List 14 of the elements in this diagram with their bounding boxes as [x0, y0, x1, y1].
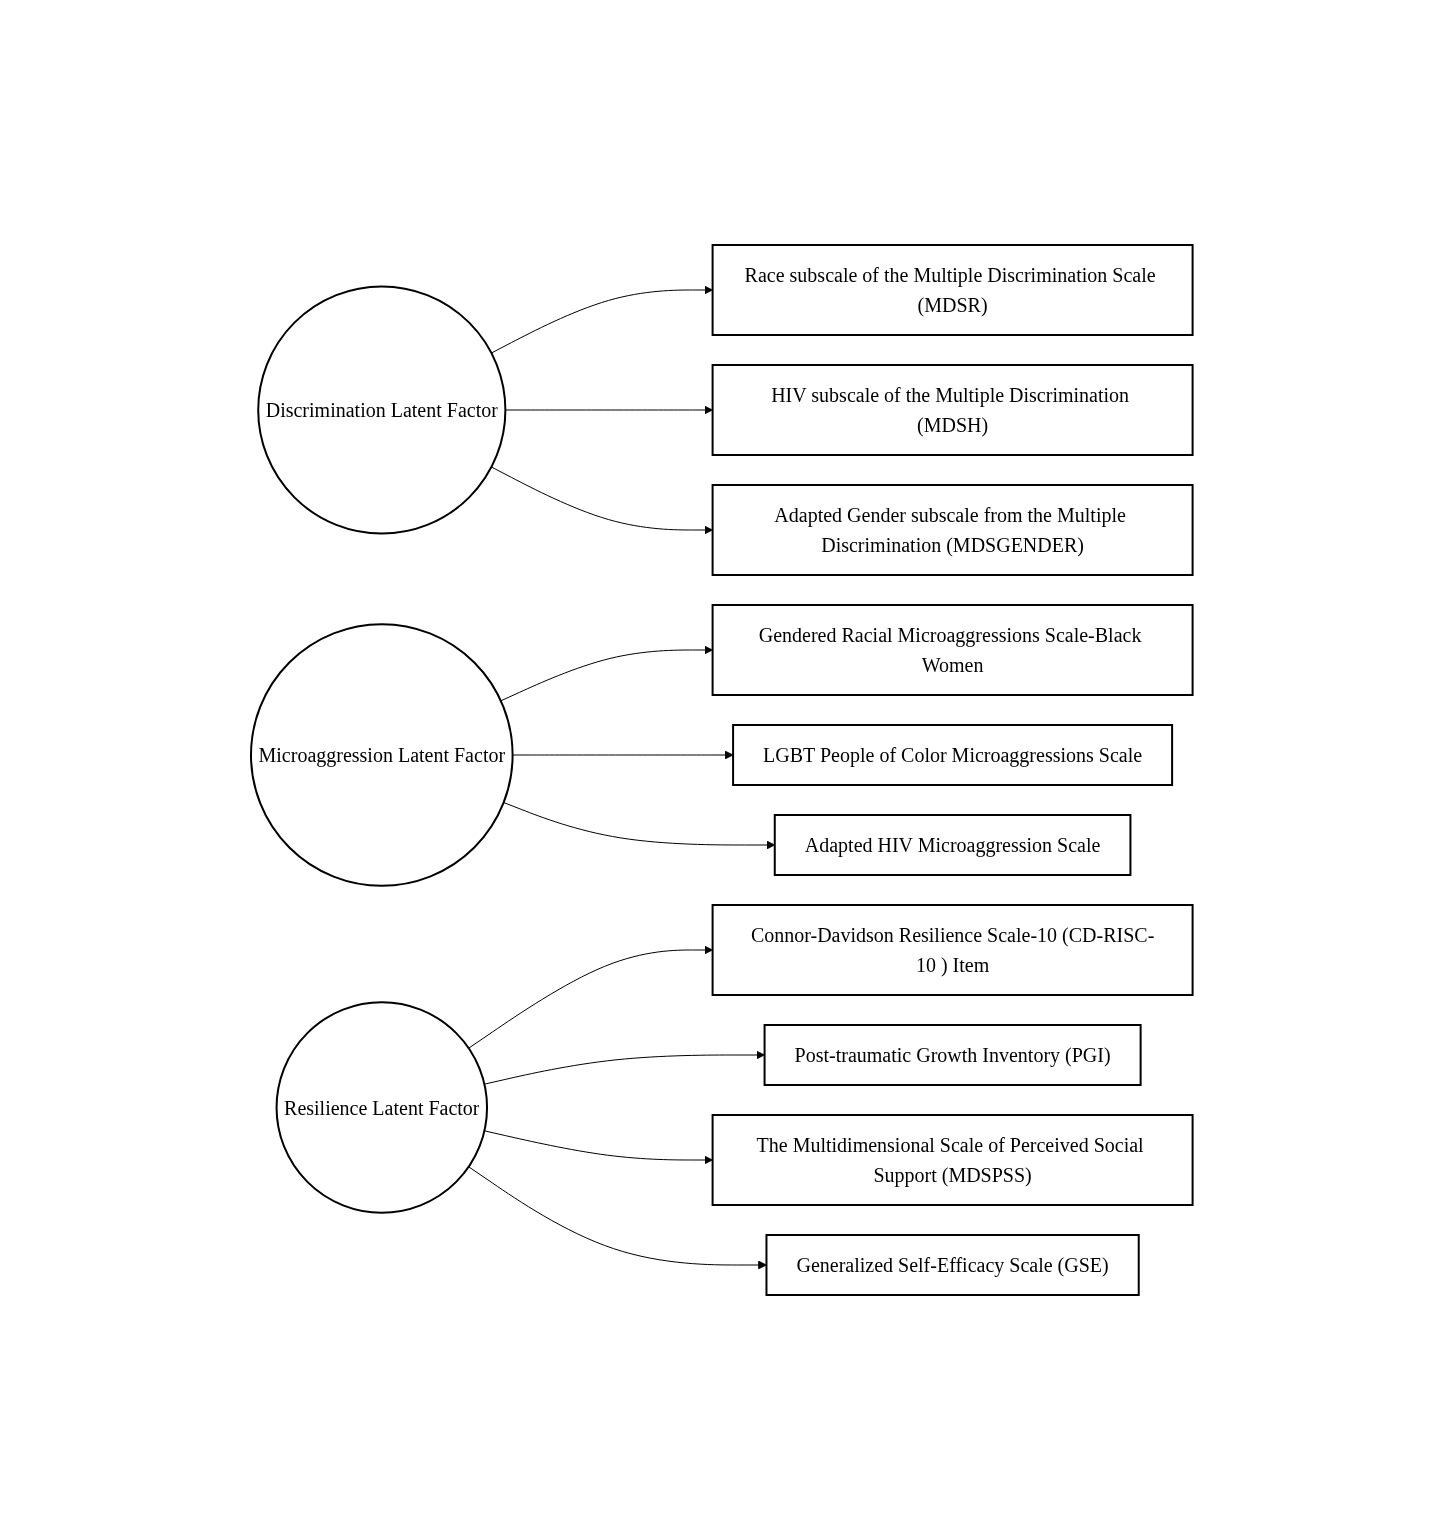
node-box: Generalized Self-Efficacy Scale (GSE): [765, 1233, 1140, 1296]
arrow: [512, 750, 734, 759]
node-box: HIV subscale of the Multiple Discrimination (MDSH): [711, 363, 1194, 456]
node-box: Adapted HIV Microaggression Scale: [773, 813, 1132, 876]
node-box: Post-traumatic Growth Inventory (PGI): [763, 1023, 1142, 1086]
node-circle: Resilience Latent Factor: [275, 1000, 489, 1214]
node-box: Gendered Racial Microaggressions Scale-Black Women: [711, 603, 1194, 696]
node-circle: Microaggression Latent Factor: [250, 622, 514, 887]
node-circle: Discrimination Latent Factor: [257, 284, 507, 535]
node-box: LGBT People of Color Microaggressions Scale: [732, 723, 1174, 786]
node-box: Adapted Gender subscale from the Multiple Discrimination (MDSGENDER): [711, 483, 1194, 576]
node-box: The Multidimensional Scale of Perceived Social Support (MDSPSS): [711, 1113, 1194, 1206]
node-box: Connor-Davidson Resilience Scale-10 (CD-RISC-10 ) Item: [711, 903, 1194, 996]
node-box: Race subscale of the Multiple Discrimination Scale (MDSR): [711, 243, 1194, 336]
